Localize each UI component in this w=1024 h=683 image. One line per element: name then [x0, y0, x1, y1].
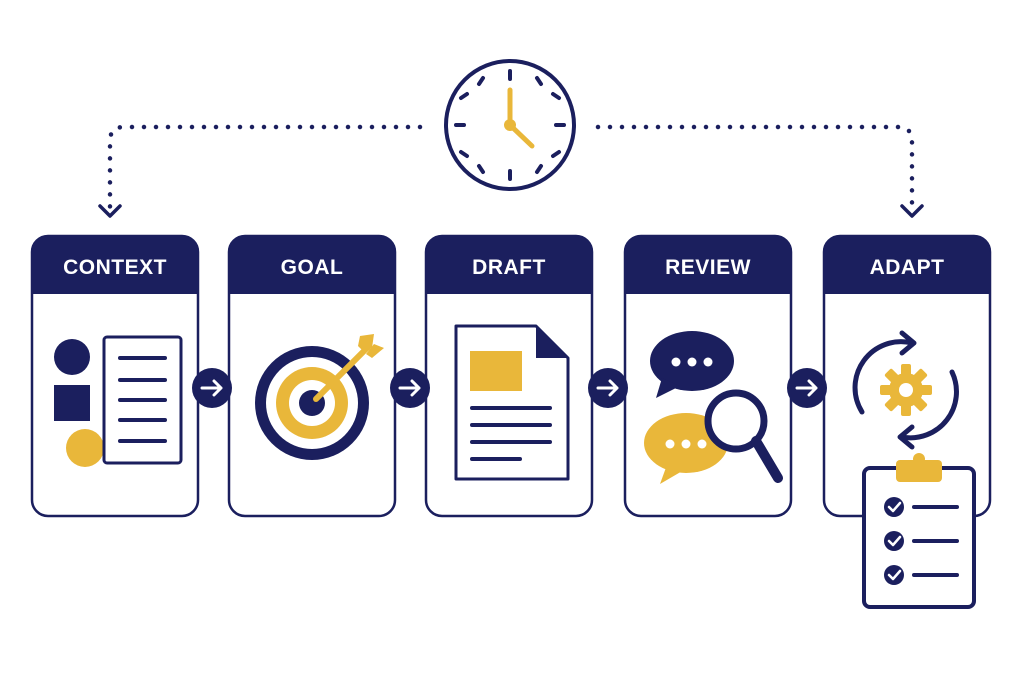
checklist-item: [884, 531, 959, 551]
gear-cycle-icon: [852, 330, 959, 450]
step-title-review: REVIEW: [665, 256, 751, 279]
step-title-adapt: ADAPT: [870, 256, 945, 279]
step-card-draft: DRAFT: [424, 234, 594, 518]
loop-line-right: [595, 124, 915, 211]
loop-arrowhead-left: [98, 204, 122, 218]
checklist-item: [884, 565, 959, 585]
loop-arrowhead-right: [900, 204, 924, 218]
clock-icon: [444, 59, 576, 191]
context-shapes-document-icon: [54, 335, 183, 467]
connector-arrow-4: [787, 368, 827, 408]
target-arrow-icon: [255, 334, 384, 460]
checklist-clipboard-icon: [862, 453, 976, 609]
loop-connector: [98, 124, 924, 218]
step-title-goal: GOAL: [281, 256, 344, 279]
step-card-adapt: ADAPT: [822, 234, 992, 518]
step-card-review: REVIEW: [623, 234, 793, 518]
chat-magnifier-icon: [644, 331, 783, 484]
draft-document-icon: [454, 324, 570, 481]
step-title-context: CONTEXT: [63, 256, 167, 279]
checklist-item: [884, 497, 959, 517]
connector-arrow-1: [192, 368, 232, 408]
step-title-draft: DRAFT: [472, 256, 546, 279]
connector-arrow-2: [390, 368, 430, 408]
connector-arrow-3: [588, 368, 628, 408]
step-card-goal: GOAL: [227, 234, 397, 518]
loop-line-left: [107, 124, 423, 211]
step-card-context: CONTEXT: [30, 234, 200, 518]
